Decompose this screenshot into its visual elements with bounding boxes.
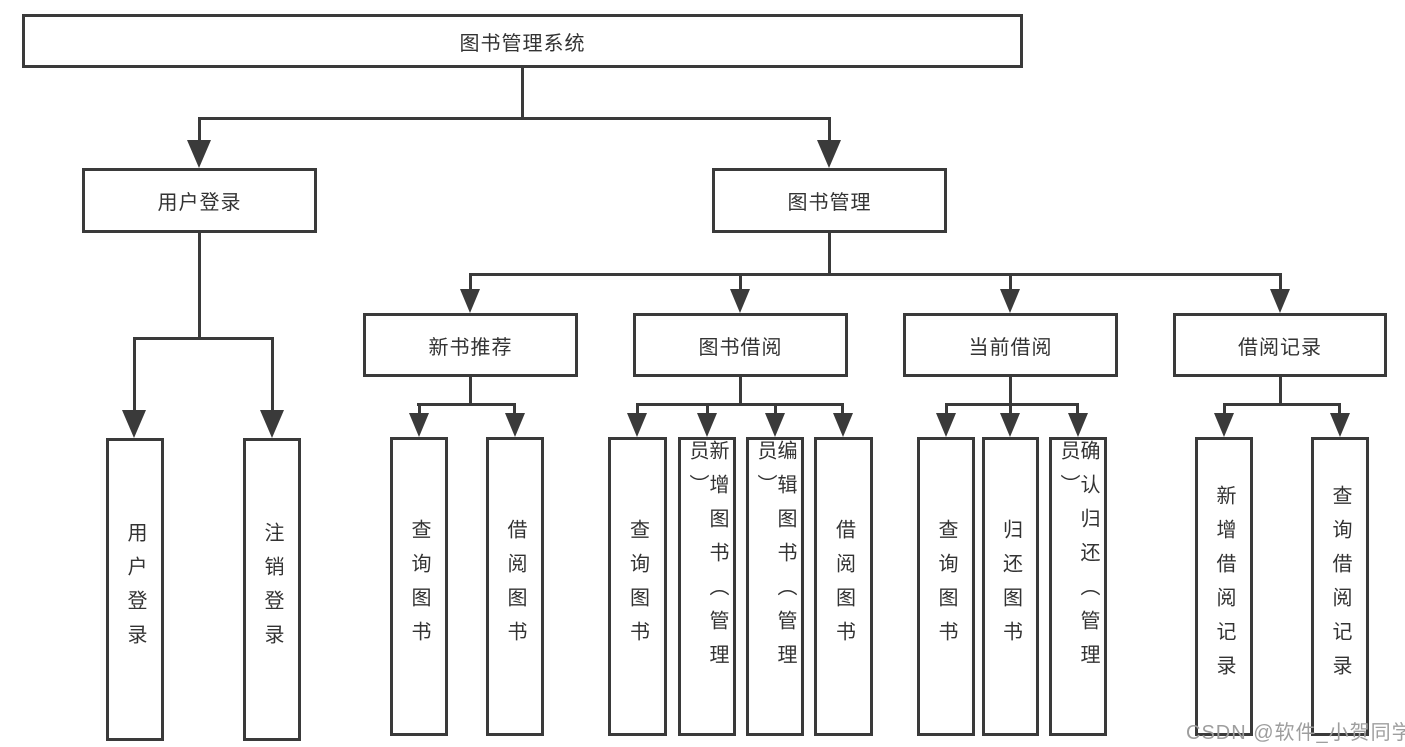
node-book-mgmt: 图书管理	[712, 168, 947, 233]
arrow-shaft-leaf-logout	[271, 340, 274, 410]
leaf-current-return-book: 归还图书	[982, 437, 1039, 736]
arrow-shaft-borrow-history	[1279, 276, 1282, 291]
arrow-head-current-confirm	[1068, 413, 1088, 437]
leaf-history-add-record: 新增借阅记录	[1195, 437, 1253, 736]
arrow-head-current-query	[936, 413, 956, 437]
node-book-borrow: 图书借阅	[633, 313, 848, 377]
arrow-head-history-query	[1330, 413, 1350, 437]
arrow-shaft-current-confirm	[1076, 406, 1079, 415]
connector-history-stub	[1279, 377, 1282, 406]
leaf-history-query-record: 查询借阅记录	[1311, 437, 1369, 736]
arrow-head-current-return	[1000, 413, 1020, 437]
arrow-shaft-current-query	[945, 406, 948, 415]
arrow-shaft-book-mgmt	[828, 117, 831, 143]
arrow-head-borrow-edit	[765, 413, 785, 437]
arrow-head-borrow-borrow	[833, 413, 853, 437]
arrow-head-book-borrow	[730, 289, 750, 313]
leaf-user-login: 用户登录	[106, 438, 164, 741]
arrow-shaft-new-books	[469, 276, 472, 291]
leaf-new-borrow-book: 借阅图书	[486, 437, 544, 736]
arrow-head-new-borrow	[505, 413, 525, 437]
arrow-head-borrow-query	[627, 413, 647, 437]
arrow-shaft-borrow-edit	[774, 406, 777, 415]
arrow-shaft-book-borrow	[739, 276, 742, 291]
leaf-new-query-book: 查询图书	[390, 437, 448, 736]
node-root-library-system: 图书管理系统	[22, 14, 1023, 68]
connector-root-stub	[521, 68, 524, 120]
csdn-watermark: CSDN @软件_小贺同学	[1186, 722, 1405, 744]
node-user-login: 用户登录	[82, 168, 317, 233]
arrow-shaft-borrow-query	[636, 406, 639, 415]
arrow-shaft-current-return	[1009, 406, 1012, 415]
arrow-head-new-books	[460, 289, 480, 313]
arrow-shaft-user-login	[198, 117, 201, 143]
connector-user-stub	[198, 233, 201, 340]
arrow-head-book-mgmt	[817, 140, 841, 168]
connector-book-stub	[828, 233, 831, 276]
arrow-shaft-borrow-add	[706, 406, 709, 415]
leaf-borrow-query-book: 查询图书	[608, 437, 667, 736]
arrow-head-borrow-history	[1270, 289, 1290, 313]
node-current-borrow: 当前借阅	[903, 313, 1118, 377]
node-new-books: 新书推荐	[363, 313, 578, 377]
arrow-head-borrow-add	[697, 413, 717, 437]
leaf-logout: 注销登录	[243, 438, 301, 741]
connector-current-split	[945, 403, 1079, 406]
leaf-borrow-add-book: 新增图书（管理员）	[678, 437, 736, 736]
connector-book-borrow-stub	[739, 377, 742, 406]
connector-new-books-split	[417, 403, 516, 406]
connector-root-split	[198, 117, 831, 120]
arrow-shaft-new-borrow	[513, 406, 516, 415]
arrow-shaft-new-query	[418, 406, 421, 415]
arrow-head-leaf-user-login	[122, 410, 146, 438]
arrow-shaft-history-add	[1223, 406, 1226, 415]
arrow-shaft-current-borrow	[1009, 276, 1012, 291]
connector-history-split	[1223, 403, 1341, 406]
arrow-head-history-add	[1214, 413, 1234, 437]
arrow-head-new-query	[409, 413, 429, 437]
connector-user-split	[133, 337, 274, 340]
leaf-borrow-edit-book: 编辑图书（管理员）	[746, 437, 804, 736]
node-borrow-history: 借阅记录	[1173, 313, 1387, 377]
arrow-head-current-borrow	[1000, 289, 1020, 313]
connector-new-books-stub	[469, 377, 472, 406]
arrow-head-leaf-logout	[260, 410, 284, 438]
arrow-shaft-history-query	[1338, 406, 1341, 415]
arrow-head-user-login	[187, 140, 211, 168]
connector-book-split	[469, 273, 1282, 276]
connector-current-stub	[1009, 377, 1012, 406]
connector-book-borrow-split	[636, 403, 844, 406]
arrow-shaft-leaf-user-login	[133, 340, 136, 410]
leaf-current-query-book: 查询图书	[917, 437, 975, 736]
arrow-shaft-borrow-borrow	[841, 406, 844, 415]
leaf-current-confirm-return: 确认归还（管理员）	[1049, 437, 1107, 736]
leaf-borrow-borrow-book: 借阅图书	[814, 437, 873, 736]
